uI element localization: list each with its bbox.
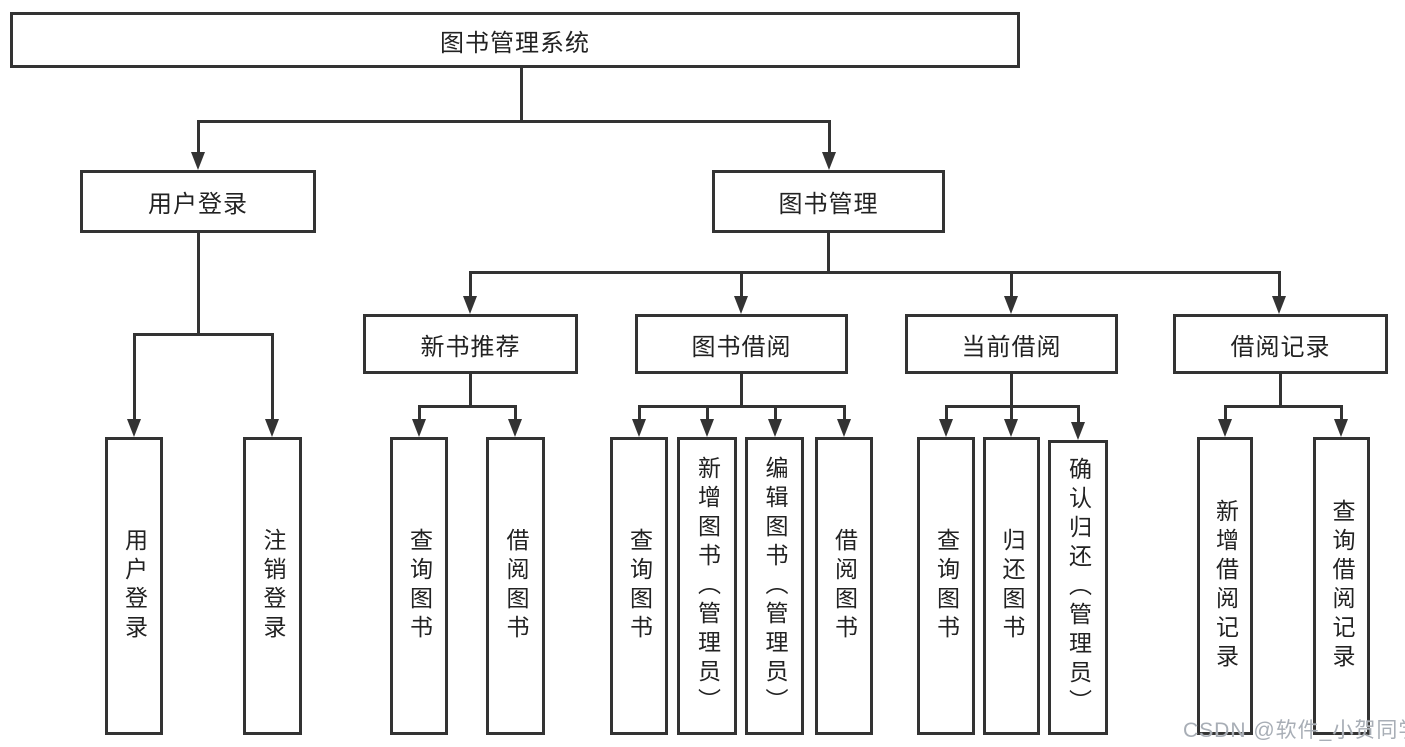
connector-line bbox=[197, 120, 200, 154]
node-new-book-recommendation: 新书推荐 bbox=[363, 314, 578, 374]
node-label: 当前借阅 bbox=[961, 333, 1062, 361]
arrow-down-icon bbox=[768, 419, 782, 437]
node-label: 归还图书 bbox=[999, 528, 1025, 644]
node-label: 借阅记录 bbox=[1230, 333, 1331, 361]
connector-line bbox=[133, 333, 136, 421]
arrow-down-icon bbox=[265, 419, 279, 437]
arrow-down-icon bbox=[734, 296, 748, 314]
connector-line bbox=[740, 374, 743, 406]
connector-line bbox=[740, 271, 743, 298]
leaf-query-books-recommend: 查询图书 bbox=[390, 437, 448, 735]
node-label: 图书管理 bbox=[778, 191, 879, 218]
arrow-down-icon bbox=[632, 419, 646, 437]
leaf-add-books-admin: 新增图书（管理员） bbox=[677, 437, 737, 735]
node-book-management: 图书管理 bbox=[712, 170, 945, 233]
connector-line bbox=[418, 405, 421, 421]
leaf-borrow-books: 借阅图书 bbox=[815, 437, 873, 735]
node-label: 借阅图书 bbox=[503, 528, 529, 644]
node-label: 编辑图书（管理员） bbox=[762, 455, 788, 717]
connector-line bbox=[1224, 405, 1227, 421]
node-label: 用户登录 bbox=[121, 528, 148, 644]
arrow-down-icon bbox=[837, 419, 851, 437]
arrow-down-icon bbox=[1004, 419, 1018, 437]
connector-line bbox=[520, 68, 523, 121]
node-label: 图书借阅 bbox=[691, 333, 792, 361]
arrow-down-icon bbox=[1004, 296, 1018, 314]
connector-line bbox=[774, 405, 777, 421]
connector-line bbox=[638, 405, 641, 421]
arrow-down-icon bbox=[822, 152, 836, 170]
connector-line bbox=[469, 271, 1281, 274]
connector-line bbox=[1010, 374, 1013, 406]
node-book-borrowing: 图书借阅 bbox=[635, 314, 848, 374]
connector-line bbox=[197, 120, 830, 123]
node-label: 借阅图书 bbox=[831, 528, 858, 644]
node-label: 新书推荐 bbox=[420, 333, 521, 361]
node-label: 查询借阅记录 bbox=[1329, 499, 1355, 673]
leaf-logout: 注销登录 bbox=[243, 437, 302, 735]
node-label: 查询图书 bbox=[626, 528, 653, 644]
node-label: 新增借阅记录 bbox=[1212, 499, 1239, 673]
leaf-borrow-books-recommend: 借阅图书 bbox=[486, 437, 545, 735]
node-label: 用户登录 bbox=[148, 191, 248, 218]
connector-line bbox=[197, 233, 200, 334]
arrow-down-icon bbox=[508, 419, 522, 437]
connector-line bbox=[469, 374, 472, 406]
leaf-query-books-current: 查询图书 bbox=[917, 437, 975, 735]
connector-line bbox=[1077, 405, 1080, 424]
leaf-confirm-return-admin: 确认归还（管理员） bbox=[1048, 440, 1108, 735]
arrow-down-icon bbox=[191, 152, 205, 170]
arrow-down-icon bbox=[1071, 422, 1085, 440]
node-label: 确认归还（管理员） bbox=[1065, 457, 1092, 718]
arrow-down-icon bbox=[939, 419, 953, 437]
arrow-down-icon bbox=[127, 419, 141, 437]
connector-line bbox=[1224, 405, 1343, 408]
connector-line bbox=[271, 333, 274, 421]
node-label: 图书管理系统 bbox=[440, 29, 590, 57]
arrow-down-icon bbox=[700, 419, 714, 437]
connector-line bbox=[706, 405, 709, 421]
connector-line bbox=[1340, 405, 1343, 421]
node-label: 查询图书 bbox=[406, 528, 433, 644]
arrow-down-icon bbox=[1218, 419, 1232, 437]
node-label: 查询图书 bbox=[933, 528, 960, 644]
connector-line bbox=[827, 233, 830, 272]
connector-line bbox=[133, 333, 273, 336]
arrow-down-icon bbox=[1272, 296, 1286, 314]
leaf-add-borrow-record: 新增借阅记录 bbox=[1197, 437, 1253, 735]
connector-line bbox=[1278, 271, 1281, 298]
connector-line bbox=[638, 405, 845, 408]
connector-line bbox=[1010, 405, 1013, 421]
node-label: 新增图书（管理员） bbox=[694, 455, 721, 717]
connector-line bbox=[514, 405, 517, 421]
arrow-down-icon bbox=[412, 419, 426, 437]
arrow-down-icon bbox=[1334, 419, 1348, 437]
csdn-watermark: CSDN @软件_小贺同学 bbox=[1183, 719, 1405, 742]
leaf-edit-books-admin: 编辑图书（管理员） bbox=[745, 437, 804, 735]
node-borrowing-records: 借阅记录 bbox=[1173, 314, 1388, 374]
connector-line bbox=[469, 271, 472, 298]
node-user-login: 用户登录 bbox=[80, 170, 316, 233]
leaf-query-borrow-record: 查询借阅记录 bbox=[1313, 437, 1370, 735]
connector-line bbox=[418, 405, 517, 408]
connector-line bbox=[843, 405, 846, 421]
connector-line bbox=[1010, 271, 1013, 298]
connector-line bbox=[1279, 374, 1282, 406]
node-library-management-system: 图书管理系统 bbox=[10, 12, 1020, 68]
arrow-down-icon bbox=[463, 296, 477, 314]
node-label: 注销登录 bbox=[260, 528, 286, 644]
node-current-borrowing: 当前借阅 bbox=[905, 314, 1118, 374]
connector-line bbox=[945, 405, 948, 421]
leaf-return-books: 归还图书 bbox=[983, 437, 1040, 735]
leaf-query-books-borrow: 查询图书 bbox=[610, 437, 668, 735]
leaf-user-login: 用户登录 bbox=[105, 437, 163, 735]
connector-line bbox=[828, 120, 831, 154]
